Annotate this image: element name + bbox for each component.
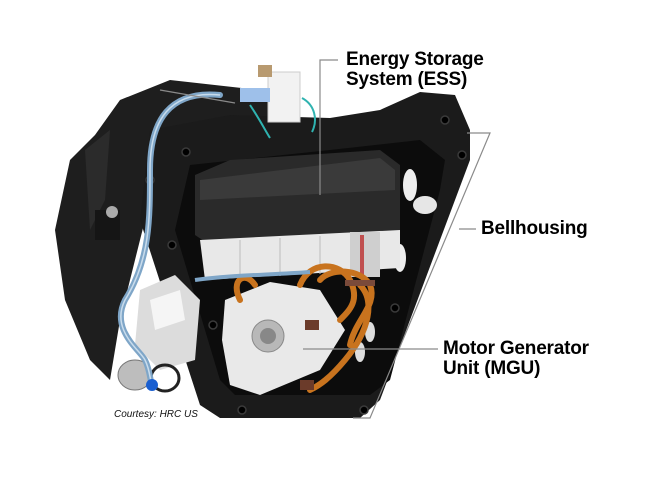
mgu-unit xyxy=(222,263,375,395)
ess-leader-line xyxy=(319,59,338,195)
mgu-label-line2: Unit (MGU) xyxy=(443,358,541,379)
engine-block xyxy=(55,80,300,380)
top-fittings xyxy=(240,65,316,139)
ess-label: Energy Storage System (ESS) xyxy=(346,50,484,90)
ess-label-line2: System (ESS) xyxy=(346,69,468,90)
coolant-hose xyxy=(117,91,311,391)
ess-unit xyxy=(195,150,437,280)
mgu-label-line1: Motor Generator xyxy=(443,338,589,359)
starter-motor xyxy=(117,275,200,393)
mgu-label: Motor Generator Unit (MGU) xyxy=(443,339,589,379)
bellhousing-label: Bellhousing xyxy=(481,219,588,239)
image-credit: Courtesy: HRC US xyxy=(114,409,198,420)
leader-lines xyxy=(159,59,491,419)
ess-label-line1: Energy Storage xyxy=(346,49,484,70)
hose-leader-line xyxy=(159,89,236,104)
bellhousing-bracket xyxy=(353,132,491,419)
bellhousing-label-line1: Bellhousing xyxy=(481,218,588,239)
